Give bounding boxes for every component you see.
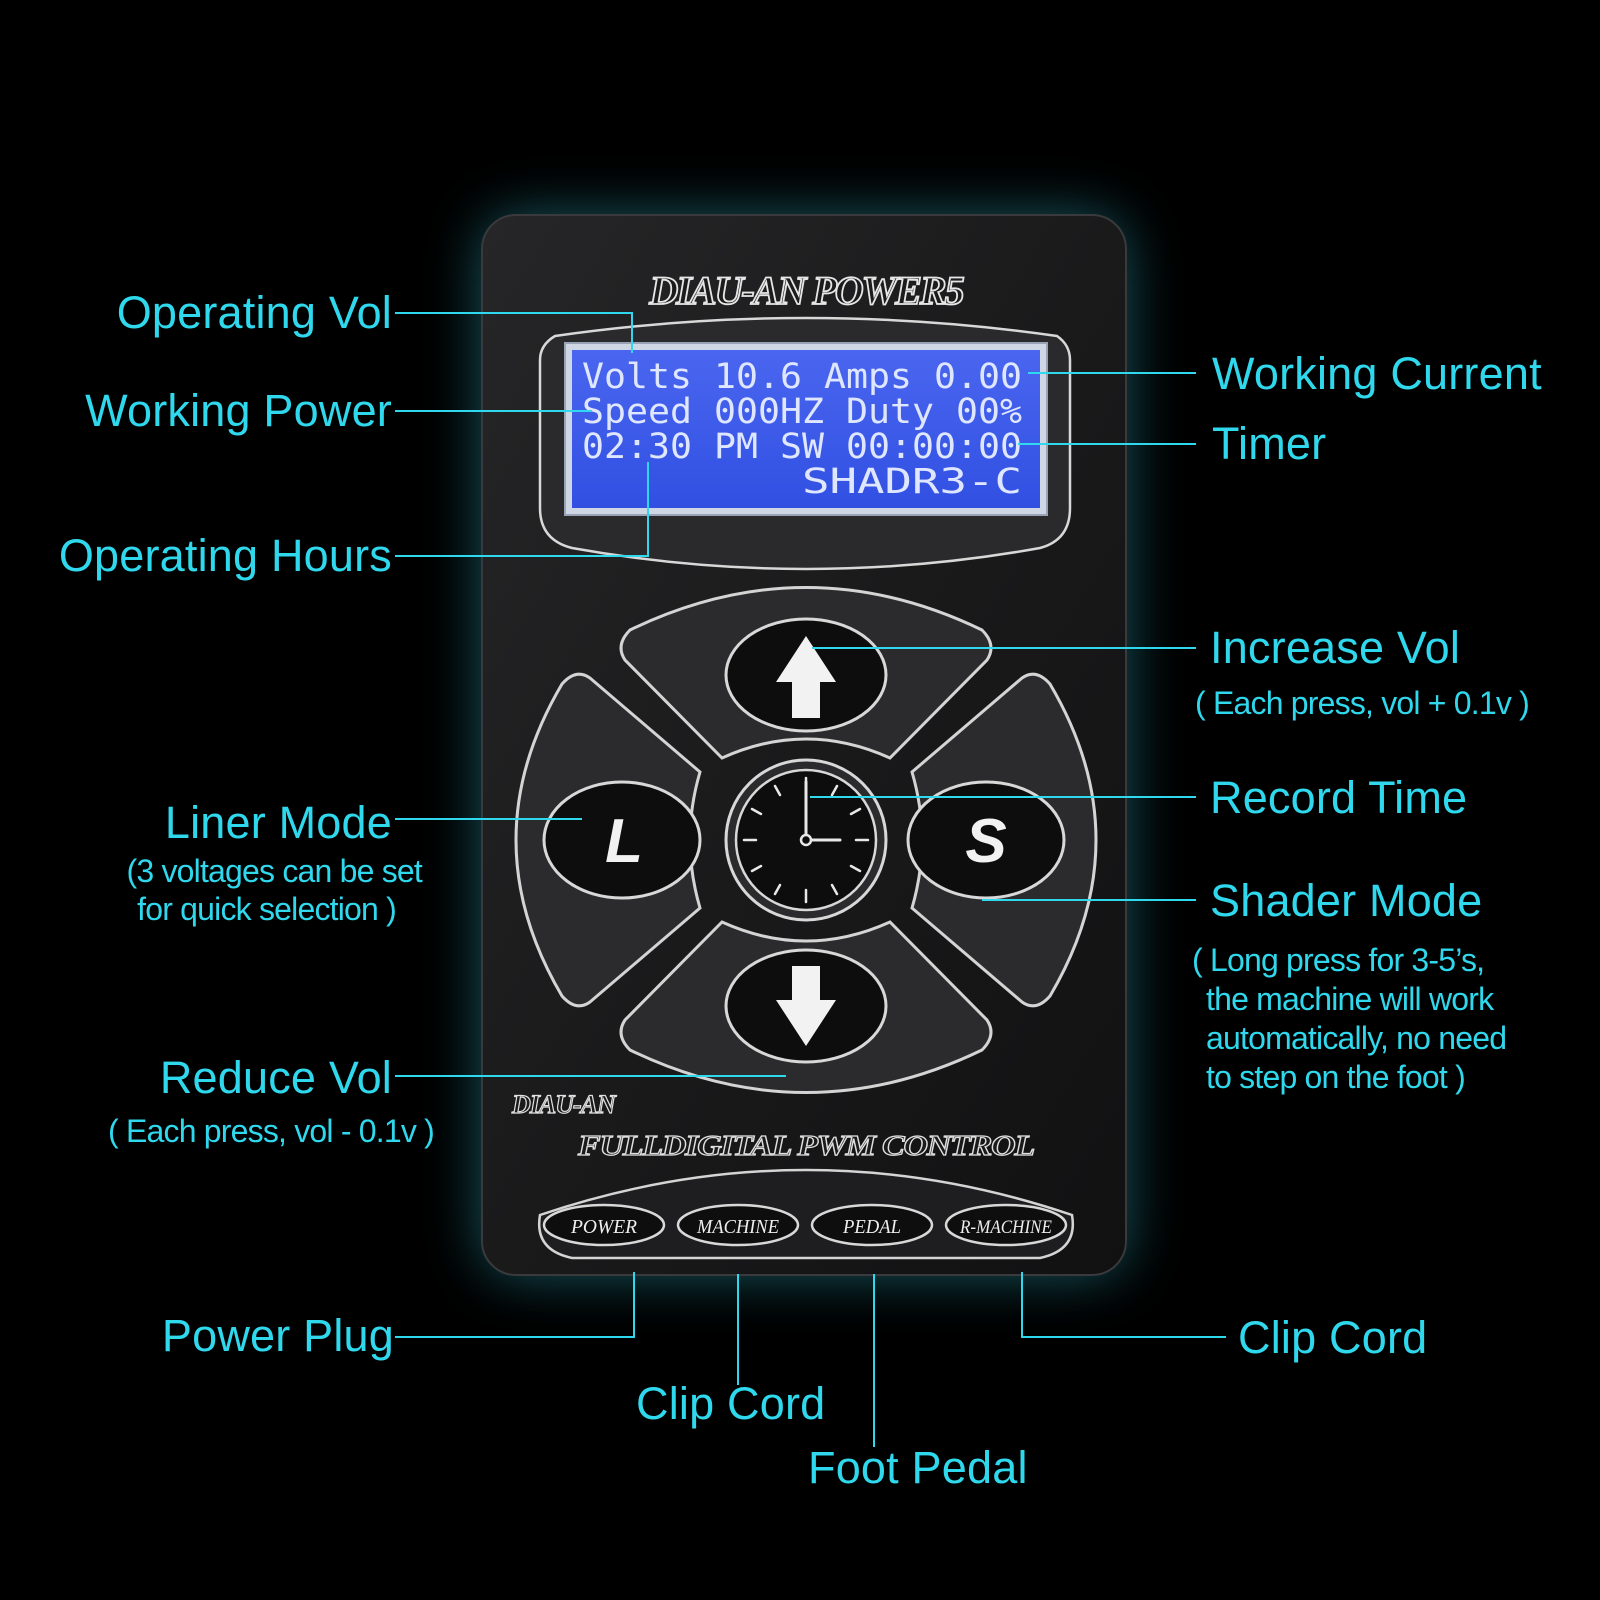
callout-increase-vol-note: ( Each press, vol + 0.1v ) — [1195, 685, 1530, 721]
leader-operating-hours — [395, 462, 649, 557]
callout-shader-mode-note-4: to step on the foot ) — [1206, 1059, 1466, 1095]
callout-record-time: Record Time — [1210, 772, 1468, 823]
liner-mode-label: L — [605, 807, 643, 876]
arrow-down-icon — [776, 966, 836, 1046]
callout-operating-vol: Operating Vol — [116, 287, 392, 338]
port-pedal[interactable]: PEDAL — [810, 1203, 934, 1247]
port-pedal-label: PEDAL — [842, 1216, 901, 1238]
brand-bottom: DIAU-AN — [511, 1090, 617, 1119]
port-r-machine[interactable]: R-MACHINE — [944, 1203, 1068, 1247]
leader-lines — [395, 312, 1226, 1447]
callout-shader-mode-note-3: automatically, no need — [1206, 1020, 1507, 1056]
brand-top: DIAU-AN POWER5 — [648, 268, 963, 313]
port-bar — [537, 1168, 1075, 1260]
leader-operating-vol — [395, 312, 633, 353]
callout-working-current: Working Current — [1212, 348, 1542, 399]
callout-working-power: Working Power — [85, 385, 392, 436]
lcd-line-4: SHADR3-C — [582, 462, 1022, 502]
port-power[interactable]: POWER — [542, 1203, 666, 1247]
device-subtitle: FULLDIGITAL PWM CONTROL — [577, 1131, 1034, 1162]
callout-reduce-vol-note: ( Each press, vol - 0.1v ) — [108, 1113, 435, 1149]
leader-power-plug — [395, 1272, 635, 1338]
lcd-line-3: 02:30 PM SW 00:00:00 — [582, 427, 1022, 467]
callout-shader-mode-note-2: the machine will work — [1206, 981, 1494, 1017]
callout-liner-mode-note-2: for quick selection ) — [137, 891, 397, 927]
reduce-vol-button[interactable] — [724, 948, 888, 1064]
arrow-up-icon — [776, 636, 836, 718]
shader-mode-button[interactable]: S — [906, 780, 1066, 900]
lcd-line-2: Speed 000HZ Duty 00% — [582, 392, 1022, 432]
callout-increase-vol: Increase Vol — [1210, 622, 1461, 673]
callout-timer: Timer — [1212, 418, 1327, 469]
increase-vol-button[interactable] — [724, 617, 888, 733]
callout-liner-mode-note-1: (3 voltages can be set — [126, 853, 423, 889]
callout-power-plug: Power Plug — [161, 1310, 394, 1361]
clock-icon — [742, 776, 870, 904]
lcd-screen — [572, 350, 1040, 508]
callout-clip-cord-left: Clip Cord — [636, 1378, 826, 1429]
record-time-button[interactable] — [724, 758, 888, 922]
shader-mode-label: S — [965, 807, 1006, 876]
callout-shader-mode: Shader Mode — [1210, 875, 1483, 926]
liner-mode-button[interactable]: L — [542, 780, 702, 900]
port-power-label: POWER — [570, 1216, 637, 1238]
callout-clip-cord-right: Clip Cord — [1238, 1312, 1428, 1363]
port-r-machine-label: R-MACHINE — [959, 1217, 1052, 1238]
callout-operating-hours: Operating Hours — [58, 530, 392, 581]
leader-clip-cord-right — [1021, 1272, 1226, 1338]
callout-shader-mode-note-1: ( Long press for 3-5’s, — [1192, 942, 1485, 978]
callout-reduce-vol: Reduce Vol — [159, 1052, 392, 1103]
callout-liner-mode: Liner Mode — [164, 797, 392, 848]
port-machine-label: MACHINE — [696, 1216, 779, 1238]
lcd-line-1: Volts 10.6 Amps 0.00 — [582, 357, 1022, 397]
callout-foot-pedal: Foot Pedal — [808, 1442, 1028, 1493]
port-machine[interactable]: MACHINE — [676, 1203, 800, 1247]
